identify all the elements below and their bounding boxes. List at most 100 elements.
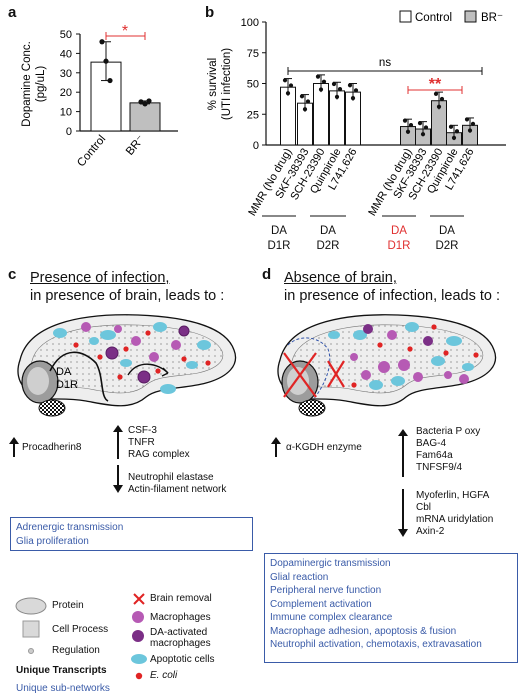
panel-b-point: [433, 91, 439, 96]
legend-unique-transcripts: Unique Transcripts: [16, 665, 107, 676]
panel-d-up-arrow-left: [271, 437, 281, 457]
panel-c-up-arrow-left: [9, 437, 19, 457]
panel-a-y-tick-label: 20: [60, 87, 72, 99]
panel-b-point: [436, 104, 442, 109]
panel-b-point: [454, 129, 460, 134]
panel-b-point: [470, 121, 476, 126]
panel-c-network: Glia proliferation: [16, 535, 89, 547]
panel-b-point: [402, 118, 408, 123]
panel-c-up-gene: RAG complex: [128, 449, 190, 460]
panel-b-point: [315, 74, 321, 79]
regulation-icon: [28, 648, 34, 654]
da-macrophage-icon: [132, 630, 144, 642]
panel-d-down-gene: Cbl: [416, 502, 432, 513]
panel-b-point: [417, 121, 423, 126]
panel-b-point: [408, 122, 414, 128]
panel-b-ns-label: ns: [379, 57, 391, 69]
panel-b-group-label: D2R: [316, 240, 339, 252]
legend-br-swatch: [464, 10, 477, 23]
legend-control-swatch: [399, 10, 412, 23]
panel-a-sig-label: *: [122, 23, 128, 40]
panel-b-point: [347, 83, 353, 88]
cell-process-icon: [22, 620, 40, 638]
panel-a-point: [99, 39, 105, 45]
panel-a-point: [107, 77, 113, 84]
panel-b-point: [423, 125, 429, 130]
figure-legend: Protein Cell Process Regulation Unique T…: [0, 590, 262, 698]
panel-b-point: [337, 87, 343, 92]
panel-d-title-line2: in presence of infection, leads to :: [284, 288, 501, 304]
panel-letter-a: a: [8, 4, 17, 21]
legend-ecoli: E. coli: [150, 670, 178, 681]
panel-a-ylabel-1: Dopamine Conc.: [21, 41, 33, 127]
panel-c-brain-diagram: DA D1R: [17, 314, 237, 417]
panel-d-down-arrow: [398, 489, 408, 537]
panel-d-down-gene: Myoferlin, HGFA: [416, 490, 490, 501]
panel-b-group-label: DA: [391, 225, 407, 237]
panel-c-network-box: Adrenergic transmission Glia proliferati…: [10, 517, 253, 551]
legend-da-macrophages-1: DA-activated: [150, 627, 208, 638]
panel-a-point: [103, 58, 109, 64]
panel-c-network: Adrenergic transmission: [16, 522, 124, 533]
panel-d-network: Glial reaction: [270, 571, 329, 583]
panel-c-up-arrow-right: [113, 425, 123, 459]
protein-icon: [15, 597, 47, 615]
panel-b-point: [318, 87, 324, 92]
panel-b-sig-label: **: [429, 76, 442, 93]
panel-a-point: [138, 99, 144, 105]
panel-d-brain-diagram: [277, 314, 497, 417]
panel-c-up-gene: CSF-3: [128, 425, 157, 436]
panel-b-point: [282, 78, 288, 83]
panel-b-ylabel-1: % survival: [207, 58, 219, 110]
panel-b-point: [302, 107, 308, 112]
panel-b-y-tick-label: 25: [247, 109, 259, 121]
panel-b-ylabel-2: (UTI infection): [221, 48, 233, 120]
panel-d-up-gene: BAG-4: [416, 438, 447, 449]
panel-c-brain-label-da: DA: [56, 366, 72, 378]
panel-c-down-list: Neutrophil elastase Actin-filament netwo…: [128, 472, 226, 496]
panel-a-point: [146, 98, 152, 104]
brain-removal-icon: [133, 593, 145, 605]
panel-b-point: [405, 129, 411, 134]
panel-b-group-label: DA: [320, 225, 336, 237]
panel-b-group-label: DA: [439, 225, 455, 237]
panel-c-title: Presence of infection, in presence of br…: [30, 269, 224, 305]
panel-c-up-left-gene: Procadherin8: [22, 442, 82, 453]
panel-a-points: [99, 39, 152, 107]
panel-a-y-tick-label: 40: [60, 48, 72, 60]
panel-d-up-right-list: Bacteria P oxy BAG-4 Fam64a TNFSF9/4: [416, 426, 480, 474]
legend-brain-removal: Brain removal: [150, 593, 212, 604]
apoptotic-cell-icon: [131, 654, 147, 664]
panel-d-up-gene: Fam64a: [416, 450, 453, 461]
panel-d-network: Neutrophil activation, chemotaxis, extra…: [270, 639, 482, 650]
panel-b-ns-bracket: [287, 67, 483, 75]
legend-unique-subnetworks: Unique sub-networks: [16, 683, 110, 694]
panel-letter-d: d: [262, 266, 272, 283]
panel-a-xtick-br: BR⁻: [124, 133, 147, 158]
panel-b-y-tick-label: 75: [247, 48, 259, 60]
panel-a-point: [142, 101, 148, 107]
ecoli-icon: [135, 672, 143, 680]
panel-c-up-gene: TNFR: [128, 437, 155, 448]
panel-letter-b: b: [205, 4, 215, 21]
panel-b-point: [305, 99, 311, 104]
panel-d-network: Immune complex clearance: [270, 612, 393, 623]
panel-d-up-arrow-right: [398, 429, 408, 477]
legend-regulation: Regulation: [52, 645, 100, 656]
panel-b-point: [451, 135, 457, 140]
panel-a-sig-bracket: [105, 32, 146, 40]
panel-b-point: [448, 124, 454, 129]
panel-c-brain-label-d1r: D1R: [56, 379, 78, 391]
panel-a-y-tick-label: 10: [60, 107, 72, 119]
panel-c-down-arrow: [113, 465, 123, 493]
panel-b-point: [350, 96, 356, 101]
panel-b-point: [334, 94, 340, 100]
panel-b-point: [420, 132, 426, 137]
panel-d-network: Dopaminergic transmission: [270, 558, 391, 569]
panel-a-xtick-control: Control: [75, 133, 108, 169]
panel-d-network-box: Dopaminergic transmission Glial reaction…: [264, 553, 518, 663]
